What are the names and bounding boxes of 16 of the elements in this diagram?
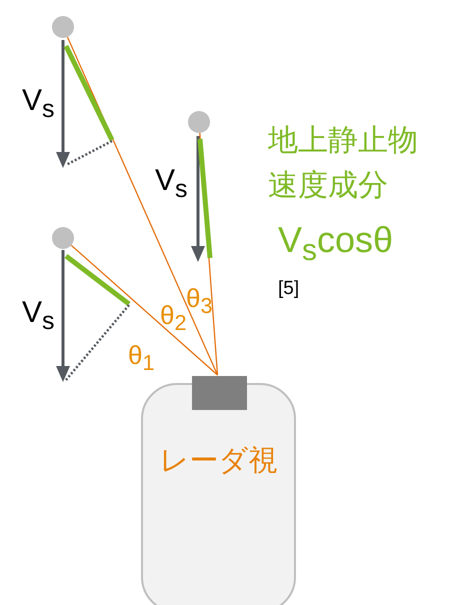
angle-label: θ$_{2}$ — [160, 302, 187, 334]
component-caption: 地上静止物速度成分 — [268, 123, 419, 204]
angle-label: θ$_{1}$ — [128, 342, 155, 374]
object-circle — [188, 111, 210, 133]
radar-label: レーダ視 — [158, 447, 278, 476]
object-circle — [52, 227, 74, 249]
formula-label: V$_{s}$cosθ — [278, 222, 394, 266]
line-of-sight — [66, 36, 218, 376]
object-circle — [52, 16, 74, 38]
radar-sensor — [192, 376, 247, 410]
velocity-label: V$_{s}$ — [22, 86, 55, 122]
line-of-sight — [70, 244, 218, 376]
velocity-label: V$_{s}$ — [22, 298, 55, 334]
velocity-label: V$_{s}$ — [155, 166, 188, 202]
angle-label: θ$_{3}$ — [186, 285, 213, 317]
reference-mark: [5] — [278, 279, 300, 298]
